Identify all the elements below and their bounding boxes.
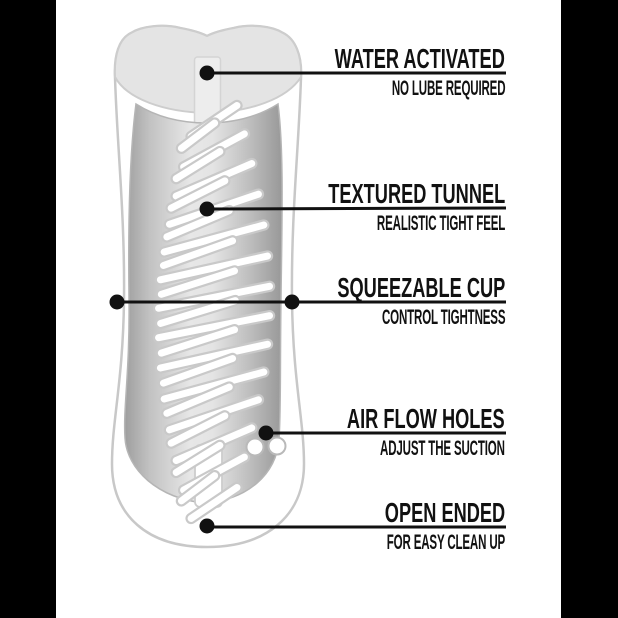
callout-dot-squeezable-cup-left <box>109 294 125 310</box>
callout-dots <box>109 65 300 534</box>
texture-rib <box>155 324 241 359</box>
label-textured-tunnel-title: TEXTURED TUNNEL <box>328 178 505 209</box>
texture-rib <box>165 410 231 449</box>
texture-coil <box>152 99 276 525</box>
texture-rib <box>170 439 226 479</box>
texture-rib <box>175 117 221 154</box>
label-water-activated-subtitle: NO LUBE REQUIRED <box>391 77 505 100</box>
callout-line-textured-tunnel <box>206 206 507 211</box>
texture-rib <box>155 265 241 301</box>
label-squeezable-cup-title: SQUEEZABLE CUP <box>337 272 505 303</box>
callout-dot-open-ended <box>199 518 215 534</box>
label-textured-tunnel-subtitle: REALISTIC TIGHT FEEL <box>376 212 505 235</box>
texture-rib <box>170 145 226 185</box>
air-hole-right <box>267 436 287 456</box>
pillarbox-bar-left <box>0 0 56 618</box>
texture-rib <box>175 469 221 507</box>
callout-dot-textured-tunnel <box>199 201 215 217</box>
label-air-flow-holes-title: AIR FLOW HOLES <box>347 403 505 434</box>
pillarbox-bar-right <box>561 0 618 618</box>
texture-rib <box>157 352 239 389</box>
texture-rib <box>157 235 239 272</box>
label-water-activated-title: WATER ACTIVATED <box>334 43 505 74</box>
texture-rib <box>165 175 231 214</box>
label-open-ended-title: OPEN ENDED <box>384 497 505 528</box>
label-air-flow-holes-subtitle: ADJUST THE SUCTION <box>380 437 505 460</box>
label-squeezable-cup-subtitle: CONTROL TIGHTNESS <box>381 306 506 329</box>
texture-rib <box>154 294 241 330</box>
texture-rib <box>161 381 235 419</box>
callout-lines <box>117 71 507 529</box>
callout-dot-water-activated <box>199 65 215 81</box>
texture-rib <box>185 481 243 525</box>
label-open-ended-subtitle: FOR EASY CLEAN UP <box>386 531 505 554</box>
callout-dot-air-flow-holes <box>258 425 274 441</box>
callout-dot-squeezable-cup-right <box>284 294 300 310</box>
air-hole-left <box>245 437 265 457</box>
